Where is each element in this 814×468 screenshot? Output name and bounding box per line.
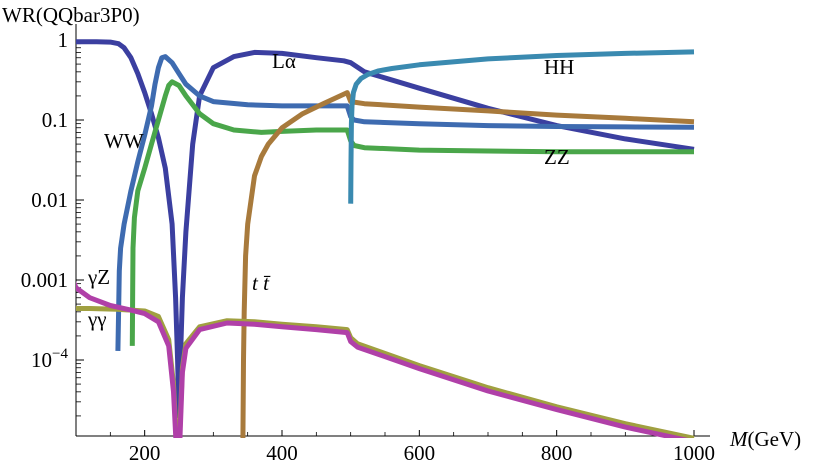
x-tick-label: 400: [266, 441, 298, 465]
y-tick-label: 0.001: [21, 268, 68, 292]
series-line-ttbar: [240, 90, 695, 438]
series-label-hh: HH: [544, 55, 574, 79]
series-line-ww: [115, 54, 695, 351]
series-label-ww: WW: [104, 129, 144, 153]
x-tick-label: 800: [541, 441, 573, 465]
series-labels: Lα WW ZZ t t̄ HH γZ γγ: [87, 49, 574, 331]
y-tick-label: 0.01: [31, 188, 68, 212]
x-tick-label: 200: [129, 441, 161, 465]
series-label-gammaz: γZ: [87, 265, 110, 289]
x-axis-title-symbol: M: [729, 427, 749, 451]
series-line-zz: [129, 79, 694, 346]
series-lines: [76, 39, 695, 438]
y-tick-label: 1: [58, 28, 69, 52]
x-axis-title: M(GeV): [729, 427, 801, 451]
x-tick-label: 600: [404, 441, 436, 465]
x-axis-title-unit: (GeV): [748, 427, 802, 451]
series-label-zz: ZZ: [544, 145, 570, 169]
series-label-ttbar: t t̄: [252, 271, 271, 295]
series-line-gammagamma: [76, 281, 689, 438]
series-label-gg: Lα: [272, 49, 296, 73]
y-axis-title: WR(QQbar3P0): [2, 3, 140, 27]
series-line-gg: [76, 39, 695, 419]
y-tick-label: 0.1: [42, 108, 68, 132]
series-line-hh: [348, 49, 695, 204]
series-label-gammagamma: γγ: [87, 307, 107, 331]
ticks: 200 400 600 800 1000 1 0.1 0.01 0.001 10−4: [21, 28, 715, 465]
x-tick-label: 1000: [673, 441, 715, 465]
y-tick-label: 10−4: [31, 346, 68, 372]
